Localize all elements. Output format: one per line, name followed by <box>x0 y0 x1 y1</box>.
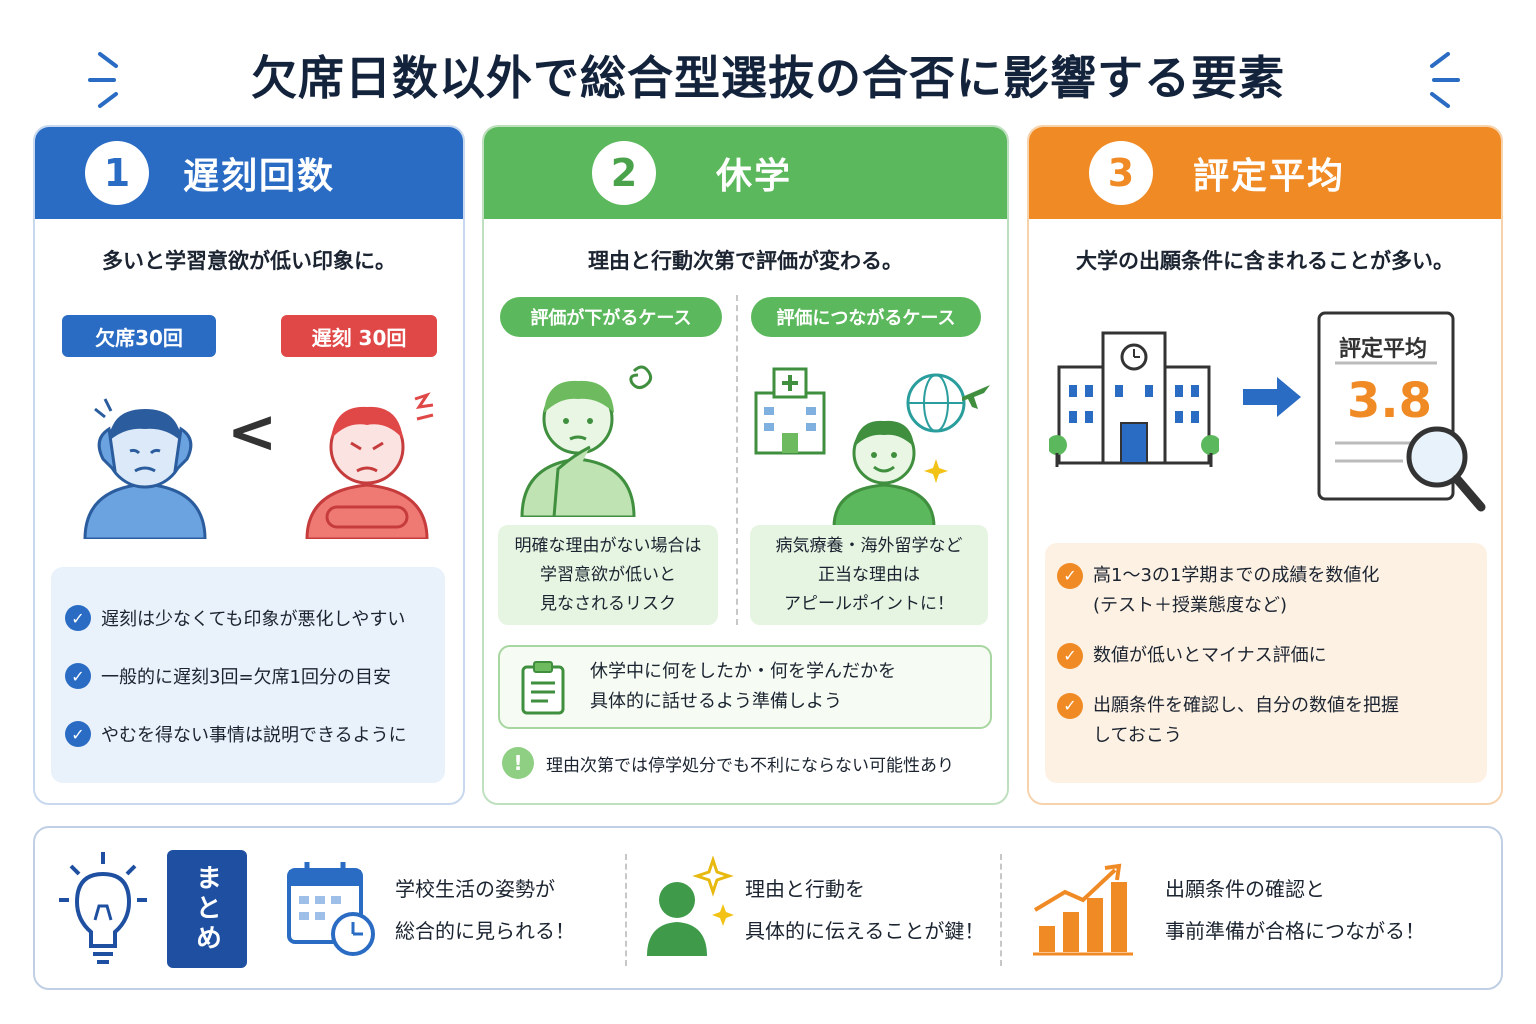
thinking-person-icon <box>520 365 653 517</box>
check-icon: ✓ <box>1057 643 1083 669</box>
divider <box>1000 854 1002 966</box>
summary-item-preparation: 出願条件の確認と 事前準備が合格につながる！ <box>1165 877 1425 943</box>
late-badge: 遅刻 30回 <box>281 315 437 357</box>
number-badge: 1 <box>85 141 149 205</box>
case-up-label: 評価につながるケース <box>751 297 981 337</box>
check-icon: ✓ <box>1057 693 1083 719</box>
panel-lead: 大学の出願条件に含まれることが多い。 <box>1076 249 1454 273</box>
preparation-tip: 休学中に何をしたか・何を学んだかを 具体的に話せるよう準備しよう <box>498 645 992 729</box>
sparkle-lines-icon <box>1430 52 1460 108</box>
person-sparkle-icon <box>647 856 734 956</box>
calendar-clock-icon <box>287 862 375 956</box>
grade-checklist: ✓ 高1〜3の1学期までの成績を数値化 (テスト＋授業態度など) ✓ 数値が低い… <box>1045 543 1487 783</box>
clipboard-icon <box>521 661 565 715</box>
arrow-right-icon <box>1243 377 1301 417</box>
panel-header: 2 休学 <box>484 127 1007 219</box>
sparkle-lines-icon <box>88 52 118 108</box>
hospital-icon <box>754 367 826 455</box>
panel-lateness: 1 遅刻回数 多いと学習意欲が低い印象に。 欠席30回 遅刻 30回 < ✓ 遅… <box>33 125 465 805</box>
angry-person-icon <box>305 392 434 539</box>
summary-label: まとめ <box>167 850 247 968</box>
list-item: ✓ 数値が低いとマイナス評価に <box>1057 641 1475 671</box>
panel-heading: 評定平均 <box>1193 156 1346 197</box>
summary-item-attitude: 学校生活の姿勢が 総合的に見られる！ <box>395 877 575 943</box>
case-down-label: 評価が下がるケース <box>500 297 722 337</box>
comparison-symbol: < <box>227 397 278 467</box>
panel-lead: 理由と行動次第で評価が変わる。 <box>588 249 903 273</box>
suspension-note: ! 理由次第では停学処分でも不利にならない可能性あり <box>502 747 954 779</box>
panel-heading: 遅刻回数 <box>183 156 336 197</box>
smiling-person-icon <box>832 420 936 527</box>
panel-heading: 休学 <box>716 156 793 197</box>
check-icon: ✓ <box>65 721 91 747</box>
summary-panel: まとめ 学校生活の姿勢が 総合的に見られる！ 理由と行動を 具体的に伝えることが… <box>33 826 1503 990</box>
list-item: ✓ 出願条件を確認し、自分の数値を把握 しておこう <box>1057 691 1475 751</box>
growth-chart-icon <box>1033 863 1133 956</box>
page-title: 欠席日数以外で総合型選抜の合否に影響する要素 <box>251 51 1285 105</box>
report-card-title: 評定平均 <box>1339 337 1428 362</box>
sparkle-icon <box>924 459 948 483</box>
check-icon: ✓ <box>1057 563 1083 589</box>
lightbulb-icon <box>59 852 147 964</box>
title-area: 欠席日数以外で総合型選抜の合否に影響する要素 <box>0 30 1536 120</box>
divider <box>625 854 627 966</box>
lateness-checklist: ✓ 遅刻は少なくても印象が悪化しやすい ✓ 一般的に遅刻3回=欠席1回分の目安 … <box>51 567 445 783</box>
panel-lead: 多いと学習意欲が低い印象に。 <box>102 249 396 273</box>
panel-leave-of-absence: 2 休学 理由と行動次第で評価が変わる。 評価が下がるケース 評価につながるケー… <box>482 125 1009 805</box>
list-item: ✓ 一般的に遅刻3回=欠席1回分の目安 <box>65 647 431 705</box>
check-icon: ✓ <box>65 605 91 631</box>
list-item: ✓ 遅刻は少なくても印象が悪化しやすい <box>65 589 431 647</box>
list-item: ✓ 高1〜3の1学期までの成績を数値化 (テスト＋授業態度など) <box>1057 561 1475 621</box>
list-item: ✓ やむを得ない事情は説明できるように <box>65 705 431 763</box>
absence-badge: 欠席30回 <box>62 315 216 357</box>
globe-airplane-icon <box>906 373 990 433</box>
check-icon: ✓ <box>65 663 91 689</box>
grade-average-value: 3.8 <box>1347 373 1433 429</box>
school-building-icon <box>1049 331 1219 467</box>
report-card-icon <box>1317 311 1486 512</box>
exclamation-icon: ! <box>502 747 534 779</box>
divider <box>736 295 738 625</box>
number-badge: 3 <box>1089 141 1153 205</box>
panel-header: 1 遅刻回数 <box>35 127 463 219</box>
worried-person-icon <box>83 398 207 539</box>
case-up-description: 病気療養・海外留学など 正当な理由は アピールポイントに！ <box>750 525 988 625</box>
summary-item-reasoning: 理由と行動を 具体的に伝えることが鍵！ <box>745 877 985 943</box>
panel-grade-average: 3 評定平均 大学の出願条件に含まれることが多い。 評定平均 <box>1027 125 1503 805</box>
panel-header: 3 評定平均 <box>1029 127 1501 219</box>
number-badge: 2 <box>592 141 656 205</box>
case-down-description: 明確な理由がない場合は 学習意欲が低いと 見なされるリスク <box>498 525 718 625</box>
